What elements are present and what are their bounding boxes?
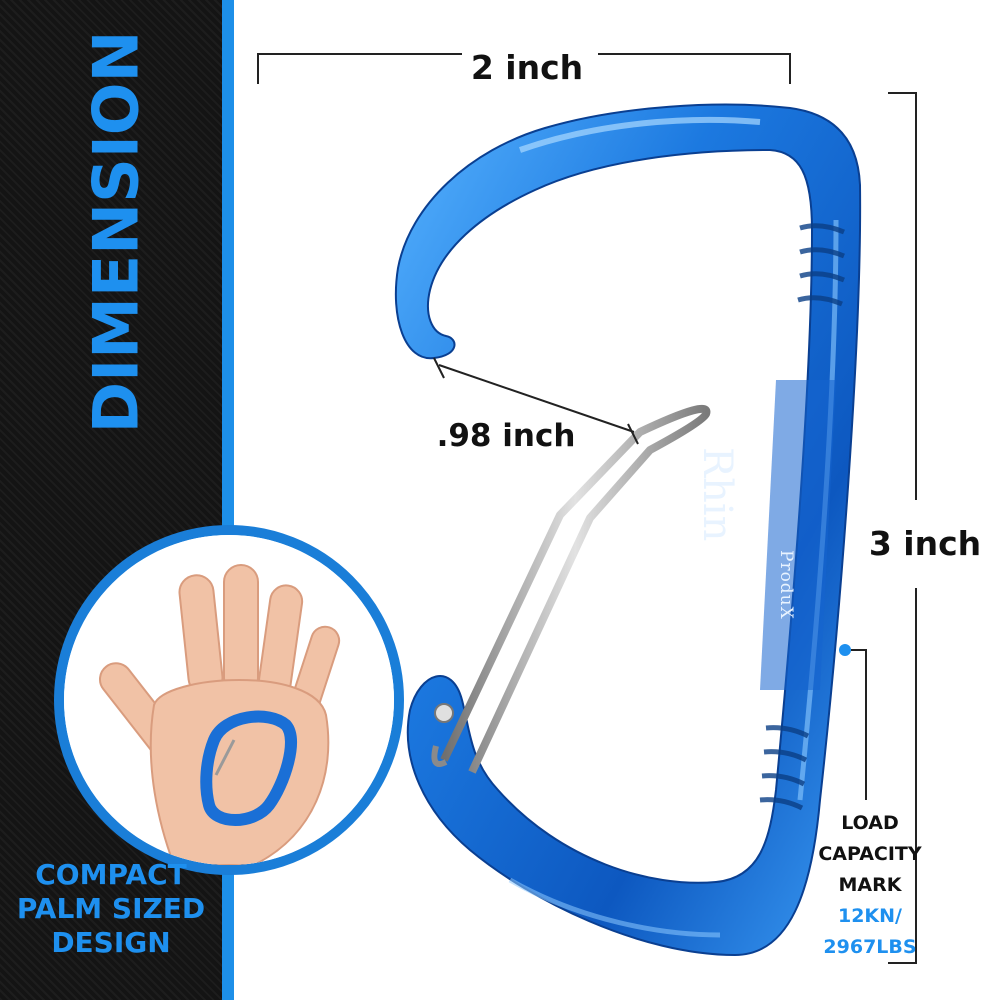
palm-inset-photo <box>54 525 404 875</box>
load-value-2: 2967LBS <box>823 936 917 958</box>
brand-logo-text: Rhin <box>694 447 740 542</box>
left-panel <box>0 0 222 1000</box>
width-label: 2 inch <box>470 48 584 87</box>
hand-with-carabiner <box>64 535 394 865</box>
width-dimension-line <box>257 53 791 84</box>
gate-dimension-line <box>433 357 639 445</box>
load-capacity-leader <box>839 644 867 800</box>
carabiner-body <box>394 103 862 957</box>
height-dimension-line <box>888 92 917 964</box>
load-line-3: MARK <box>838 874 902 896</box>
load-capacity-block: LOAD CAPACITY MARK 12KN/ 2967LBS <box>810 808 930 963</box>
load-line-2: CAPACITY <box>818 843 922 865</box>
gate-opening-label: .98 inch <box>436 418 576 454</box>
compact-caption: COMPACT PALM SIZED DESIGN <box>0 858 222 960</box>
mini-carabiner <box>200 710 297 826</box>
wire-gate <box>431 404 711 774</box>
caption-line-2: PALM SIZED <box>16 892 206 925</box>
brand-logo-subtext: ProduX <box>776 550 796 620</box>
caption-line-1: COMPACT <box>35 858 187 891</box>
caption-line-3: DESIGN <box>51 926 171 959</box>
load-value-1: 12KN/ <box>837 905 902 927</box>
height-label: 3 inch <box>868 524 981 563</box>
load-line-1: LOAD <box>841 812 899 834</box>
